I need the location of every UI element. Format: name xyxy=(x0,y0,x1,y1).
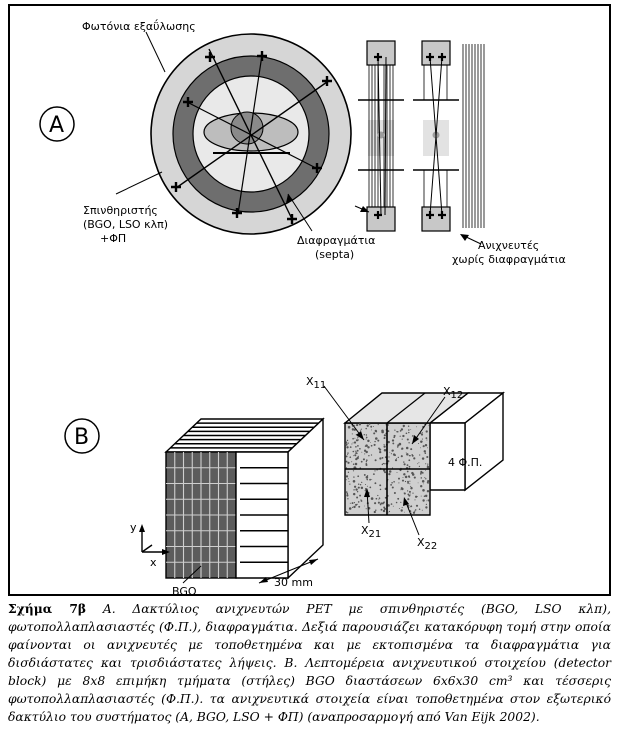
panel-a: A Φωτόνια εξαΰλωσης xyxy=(39,19,566,266)
panel-b: B y x 30 xyxy=(64,375,506,598)
section-b-label: B xyxy=(74,425,89,450)
svg-text:X21: X21 xyxy=(361,524,381,540)
label-bgo: BGO xyxy=(172,585,197,598)
label-no-septa-1: Ανιχνευτές xyxy=(478,239,539,252)
lor-3 xyxy=(186,101,317,169)
callout-scint xyxy=(115,171,163,195)
callout-septa-arrow xyxy=(286,194,293,203)
coincidence-markers xyxy=(171,51,332,224)
label-septa-2: (septa) xyxy=(315,248,354,261)
axes-indicator xyxy=(139,524,170,555)
callout-photons xyxy=(145,31,166,73)
figure-frame xyxy=(8,4,611,596)
label-scintillator-3: +ΦΠ xyxy=(100,232,126,245)
figure-caption: Σχήμα 7β Α. Δακτύλιος ανιχνευτών PET με … xyxy=(8,600,611,726)
section-b-badge xyxy=(64,418,100,454)
dimension-line xyxy=(258,558,319,584)
axis-y-label: y xyxy=(130,521,137,534)
label-30mm: 30 mm xyxy=(274,576,313,589)
no-septa-detector-column xyxy=(413,40,485,232)
caption-text: Α. Δακτύλιος ανιχνευτών PET με σπινθηρισ… xyxy=(8,602,611,724)
label-scintillator-2: (BGO, LSO κλπ) xyxy=(83,218,168,231)
callout-bgo xyxy=(182,565,202,584)
label-4-pmt: 4 Φ.Π. xyxy=(448,456,482,469)
figure-label: Σχήμα 7β xyxy=(8,601,87,616)
axis-x-label: x xyxy=(150,556,157,569)
quadrant-labels: X11 X12 X21 X22 xyxy=(306,375,463,552)
section-a-label: A xyxy=(49,113,64,138)
lor-4 xyxy=(237,54,263,215)
label-scintillator-1: Σπινθηριστής xyxy=(83,204,158,217)
label-septa-1: Διαφραγμάτια xyxy=(297,234,375,247)
label-annihilation-photons: Φωτόνια εξαΰλωσης xyxy=(82,19,196,33)
bgo-block xyxy=(164,417,325,580)
svg-text:X11: X11 xyxy=(306,375,326,391)
svg-text:X12: X12 xyxy=(443,385,463,401)
figure-drawing: A Φωτόνια εξαΰλωσης xyxy=(39,19,566,598)
septa-detector-column xyxy=(358,40,404,232)
pmt-block xyxy=(343,391,506,516)
label-no-septa-2: χωρίς διαφραγμάτια xyxy=(452,253,566,266)
svg-text:X22: X22 xyxy=(417,536,437,552)
section-a-badge xyxy=(39,106,75,142)
